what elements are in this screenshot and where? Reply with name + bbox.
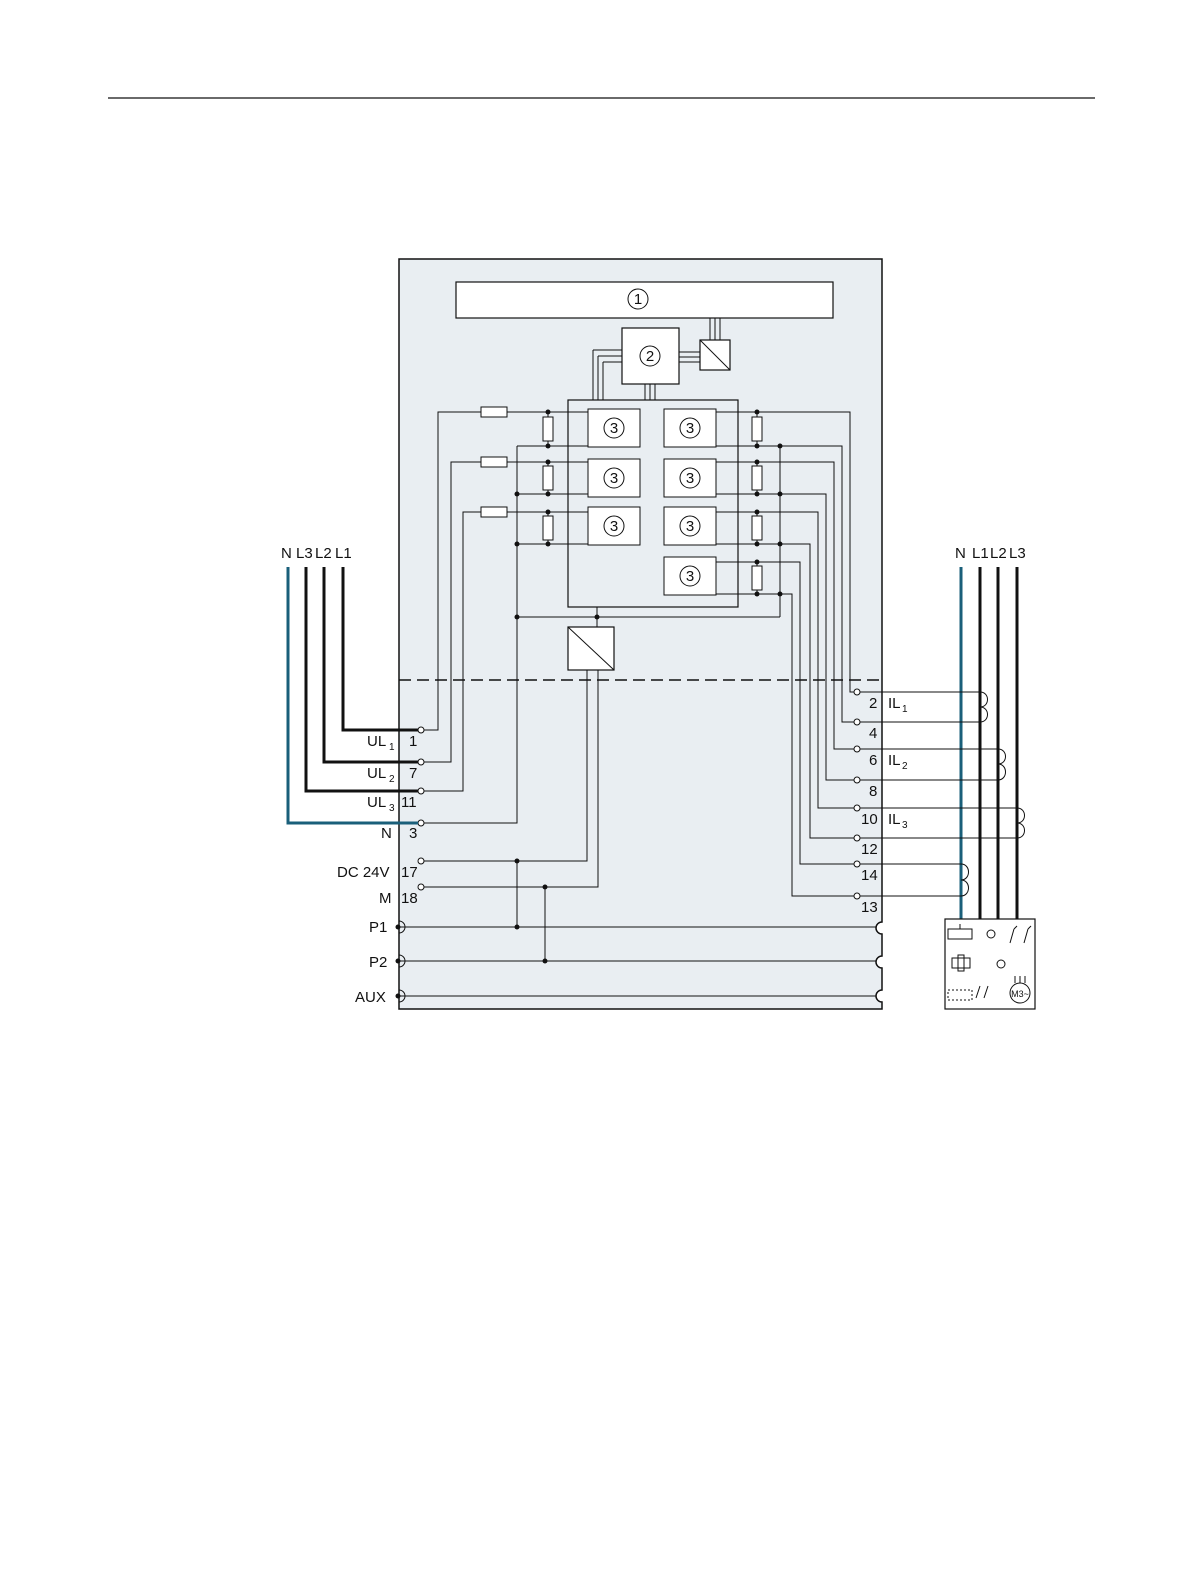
terminal-ul3-sub: 3 — [389, 803, 395, 814]
terminal-ul1-num: 1 — [409, 733, 417, 750]
right-l3-label: L3 — [1009, 545, 1026, 562]
left-l3-label: L3 — [296, 545, 313, 562]
terminal-8-label: 8 — [869, 783, 877, 800]
left-l2-label: L2 — [315, 545, 332, 562]
power-isolator-icon — [568, 627, 614, 670]
terminal-2-label: 2 — [869, 695, 877, 712]
terminal-ul3-name: UL — [367, 794, 386, 811]
isolator-top-icon — [700, 340, 730, 370]
il2-sub: 2 — [902, 761, 908, 772]
circled-1-label: 1 — [634, 291, 642, 308]
terminal-6-label: 6 — [869, 752, 877, 769]
il3-sub: 3 — [902, 820, 908, 831]
circled-3-label: 3 — [610, 518, 618, 535]
circled-3-label: 3 — [610, 420, 618, 437]
terminal-aux-label: AUX — [355, 989, 386, 1006]
terminal-dc24-num: 17 — [401, 864, 418, 881]
terminal-ul1-sub: 1 — [389, 742, 395, 753]
motor-label: M3~ — [1011, 989, 1029, 999]
terminal-ul1-name: UL — [367, 733, 386, 750]
terminal-n-num: 3 — [409, 825, 417, 842]
terminal-4-label: 4 — [869, 725, 877, 742]
terminal-p2-label: P2 — [369, 954, 387, 971]
terminal-ul2-sub: 2 — [389, 774, 395, 785]
il2-name: IL — [888, 752, 901, 769]
terminal-14-label: 14 — [861, 867, 878, 884]
current-loop-wires — [860, 692, 1025, 896]
circled-3-label: 3 — [610, 470, 618, 487]
terminal-12-label: 12 — [861, 841, 878, 858]
terminal-ul2-name: UL — [367, 765, 386, 782]
right-n-label: N — [955, 545, 966, 562]
circled-3-label: 3 — [686, 518, 694, 535]
terminal-dc24-name: DC 24V — [337, 864, 390, 881]
terminal-n-name: N — [381, 825, 392, 842]
circled-3-label: 3 — [686, 420, 694, 437]
terminal-p1-label: P1 — [369, 919, 387, 936]
right-l1-label: L1 — [972, 545, 989, 562]
circled-3-label: 3 — [686, 568, 694, 585]
circled-3-label: 3 — [686, 470, 694, 487]
right-l2-label: L2 — [990, 545, 1007, 562]
il1-name: IL — [888, 695, 901, 712]
circled-2-label: 2 — [646, 348, 654, 365]
terminal-m-num: 18 — [401, 890, 418, 907]
terminal-ul3-num: 11 — [401, 794, 417, 811]
left-l1-label: L1 — [335, 545, 352, 562]
right-supply-wires — [961, 567, 1017, 919]
left-n-label: N — [281, 545, 292, 562]
il1-sub: 1 — [902, 704, 908, 715]
terminal-ul2-num: 7 — [409, 765, 417, 782]
terminal-10-label: 10 — [861, 811, 878, 828]
il3-name: IL — [888, 811, 901, 828]
terminal-13-label: 13 — [861, 899, 878, 916]
terminal-m-name: M — [379, 890, 392, 907]
